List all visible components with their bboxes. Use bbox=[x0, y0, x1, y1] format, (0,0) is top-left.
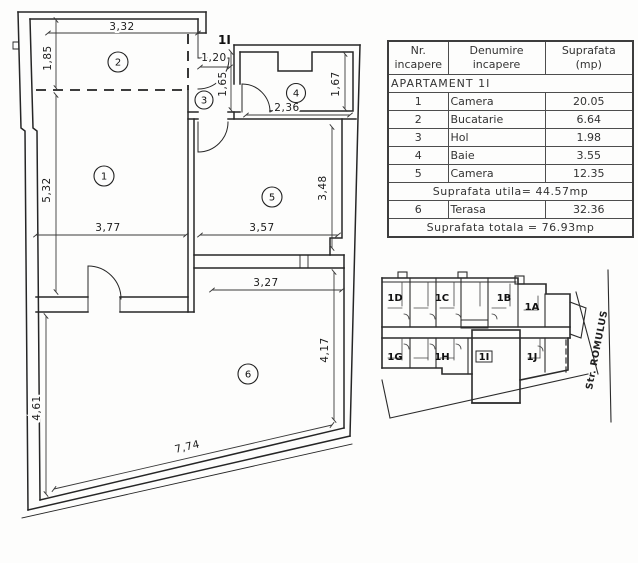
dim-room1-width: 3,77 bbox=[95, 222, 120, 234]
floor-plan-drawing: 3,32 1,85 1,20 1,65 2,36 1,67 5,32 3,77 … bbox=[12, 11, 361, 519]
row-area: 3.55 bbox=[544, 146, 634, 165]
dim-terrace-top-width: 3,27 bbox=[253, 277, 278, 289]
dim-room5-width: 3,57 bbox=[249, 222, 274, 234]
room-6-number: 6 bbox=[245, 370, 251, 381]
dim-hall-wall: 1,65 bbox=[217, 71, 229, 96]
room-5-number: 5 bbox=[269, 193, 275, 204]
dimension-lines bbox=[33, 17, 353, 497]
row-area: 12.35 bbox=[544, 164, 634, 183]
header-room-area: Suprafata (mp) bbox=[544, 40, 634, 75]
street-boundary-lines bbox=[575, 269, 612, 423]
table-row: 5 Camera 12.35 bbox=[387, 164, 634, 183]
room-area-table: Nr. incapere Denumire incapere Suprafata… bbox=[387, 40, 634, 238]
table-row: 6 Terasa 32.36 bbox=[387, 200, 634, 219]
unit-label-1A: 1A bbox=[525, 302, 540, 313]
unit-label-1C: 1C bbox=[435, 293, 449, 304]
street-name-label: Str. ROMULUS bbox=[584, 309, 610, 390]
dim-entrance-width: 1,20 bbox=[201, 52, 226, 64]
row-area: 1.98 bbox=[544, 128, 634, 147]
dim-room2-width: 3,32 bbox=[109, 21, 134, 33]
table-header-row: Nr. incapere Denumire incapere Suprafata… bbox=[387, 40, 634, 75]
row-nr: 4 bbox=[387, 146, 449, 165]
unit-labels: 1D 1C 1B 1A 1G 1H 1I 1J bbox=[387, 293, 539, 363]
dimension-labels: 3,32 1,85 1,20 1,65 2,36 1,67 5,32 3,77 … bbox=[29, 19, 344, 458]
unit-label-1G: 1G bbox=[387, 352, 402, 363]
table-row: 2 Bucatarie 6.64 bbox=[387, 110, 634, 129]
row-name: Baie bbox=[447, 146, 546, 165]
header-room-name: Denumire incapere bbox=[447, 40, 546, 75]
unit-label-1J: 1J bbox=[527, 352, 538, 363]
dim-room1-height: 5,32 bbox=[41, 177, 53, 202]
dim-terrace-right-height: 4,17 bbox=[319, 337, 331, 362]
row-area: 20.05 bbox=[544, 92, 634, 111]
room-3-number: 3 bbox=[201, 96, 207, 107]
row-name: Camera bbox=[447, 92, 546, 111]
dim-bath-height: 1,67 bbox=[330, 71, 342, 96]
room-number-markers: 1 2 3 4 5 6 bbox=[93, 51, 307, 385]
dim-room2-height: 1,85 bbox=[42, 45, 54, 70]
useful-area-total: Suprafata utila= 44.57mp bbox=[387, 182, 634, 201]
total-area: Suprafata totala = 76.93mp bbox=[387, 218, 634, 238]
row-name: Bucatarie bbox=[447, 110, 546, 129]
total-area-row: Suprafata totala = 76.93mp bbox=[387, 218, 634, 238]
row-name: Camera bbox=[447, 164, 546, 183]
unit-label-1H: 1H bbox=[434, 352, 449, 363]
unit-label-1B: 1B bbox=[497, 293, 512, 304]
table-row: 3 Hol 1.98 bbox=[387, 128, 634, 147]
unit-label-1I: 1I bbox=[479, 352, 490, 363]
apartment-title-row: APARTAMENT 1I bbox=[387, 74, 634, 93]
room-2-number: 2 bbox=[115, 58, 121, 69]
row-nr: 3 bbox=[387, 128, 449, 147]
header-room-number: Nr. incapere bbox=[387, 40, 449, 75]
useful-area-row: Suprafata utila= 44.57mp bbox=[387, 182, 634, 201]
room-1-number: 1 bbox=[101, 172, 107, 183]
site-key-plan: 1D 1C 1B 1A 1G 1H 1I 1J Str. ROMULUS bbox=[381, 269, 612, 423]
entrance-unit-label: 1I bbox=[218, 33, 231, 47]
dashed-partition-lines bbox=[36, 34, 189, 91]
dim-room5-height: 3,48 bbox=[317, 175, 329, 200]
room-4-number: 4 bbox=[293, 89, 299, 100]
row-nr: 6 bbox=[387, 200, 449, 219]
row-name: Hol bbox=[447, 128, 546, 147]
apartment-title: APARTAMENT 1I bbox=[387, 74, 634, 93]
row-nr: 5 bbox=[387, 164, 449, 183]
dim-bath-width: 2,36 bbox=[274, 102, 299, 114]
unit-label-1D: 1D bbox=[387, 293, 402, 304]
row-nr: 2 bbox=[387, 110, 449, 129]
row-area: 6.64 bbox=[544, 110, 634, 129]
row-area: 32.36 bbox=[544, 200, 634, 219]
table-row: 1 Camera 20.05 bbox=[387, 92, 634, 111]
row-name: Terasa bbox=[447, 200, 546, 219]
dim-terrace-left-height: 4,61 bbox=[31, 395, 43, 420]
row-nr: 1 bbox=[387, 92, 449, 111]
highlighted-unit-1I bbox=[471, 329, 521, 404]
table-row: 4 Baie 3.55 bbox=[387, 146, 634, 165]
dim-terrace-bottom-width: 7,74 bbox=[174, 438, 201, 455]
building-outline bbox=[381, 271, 589, 419]
